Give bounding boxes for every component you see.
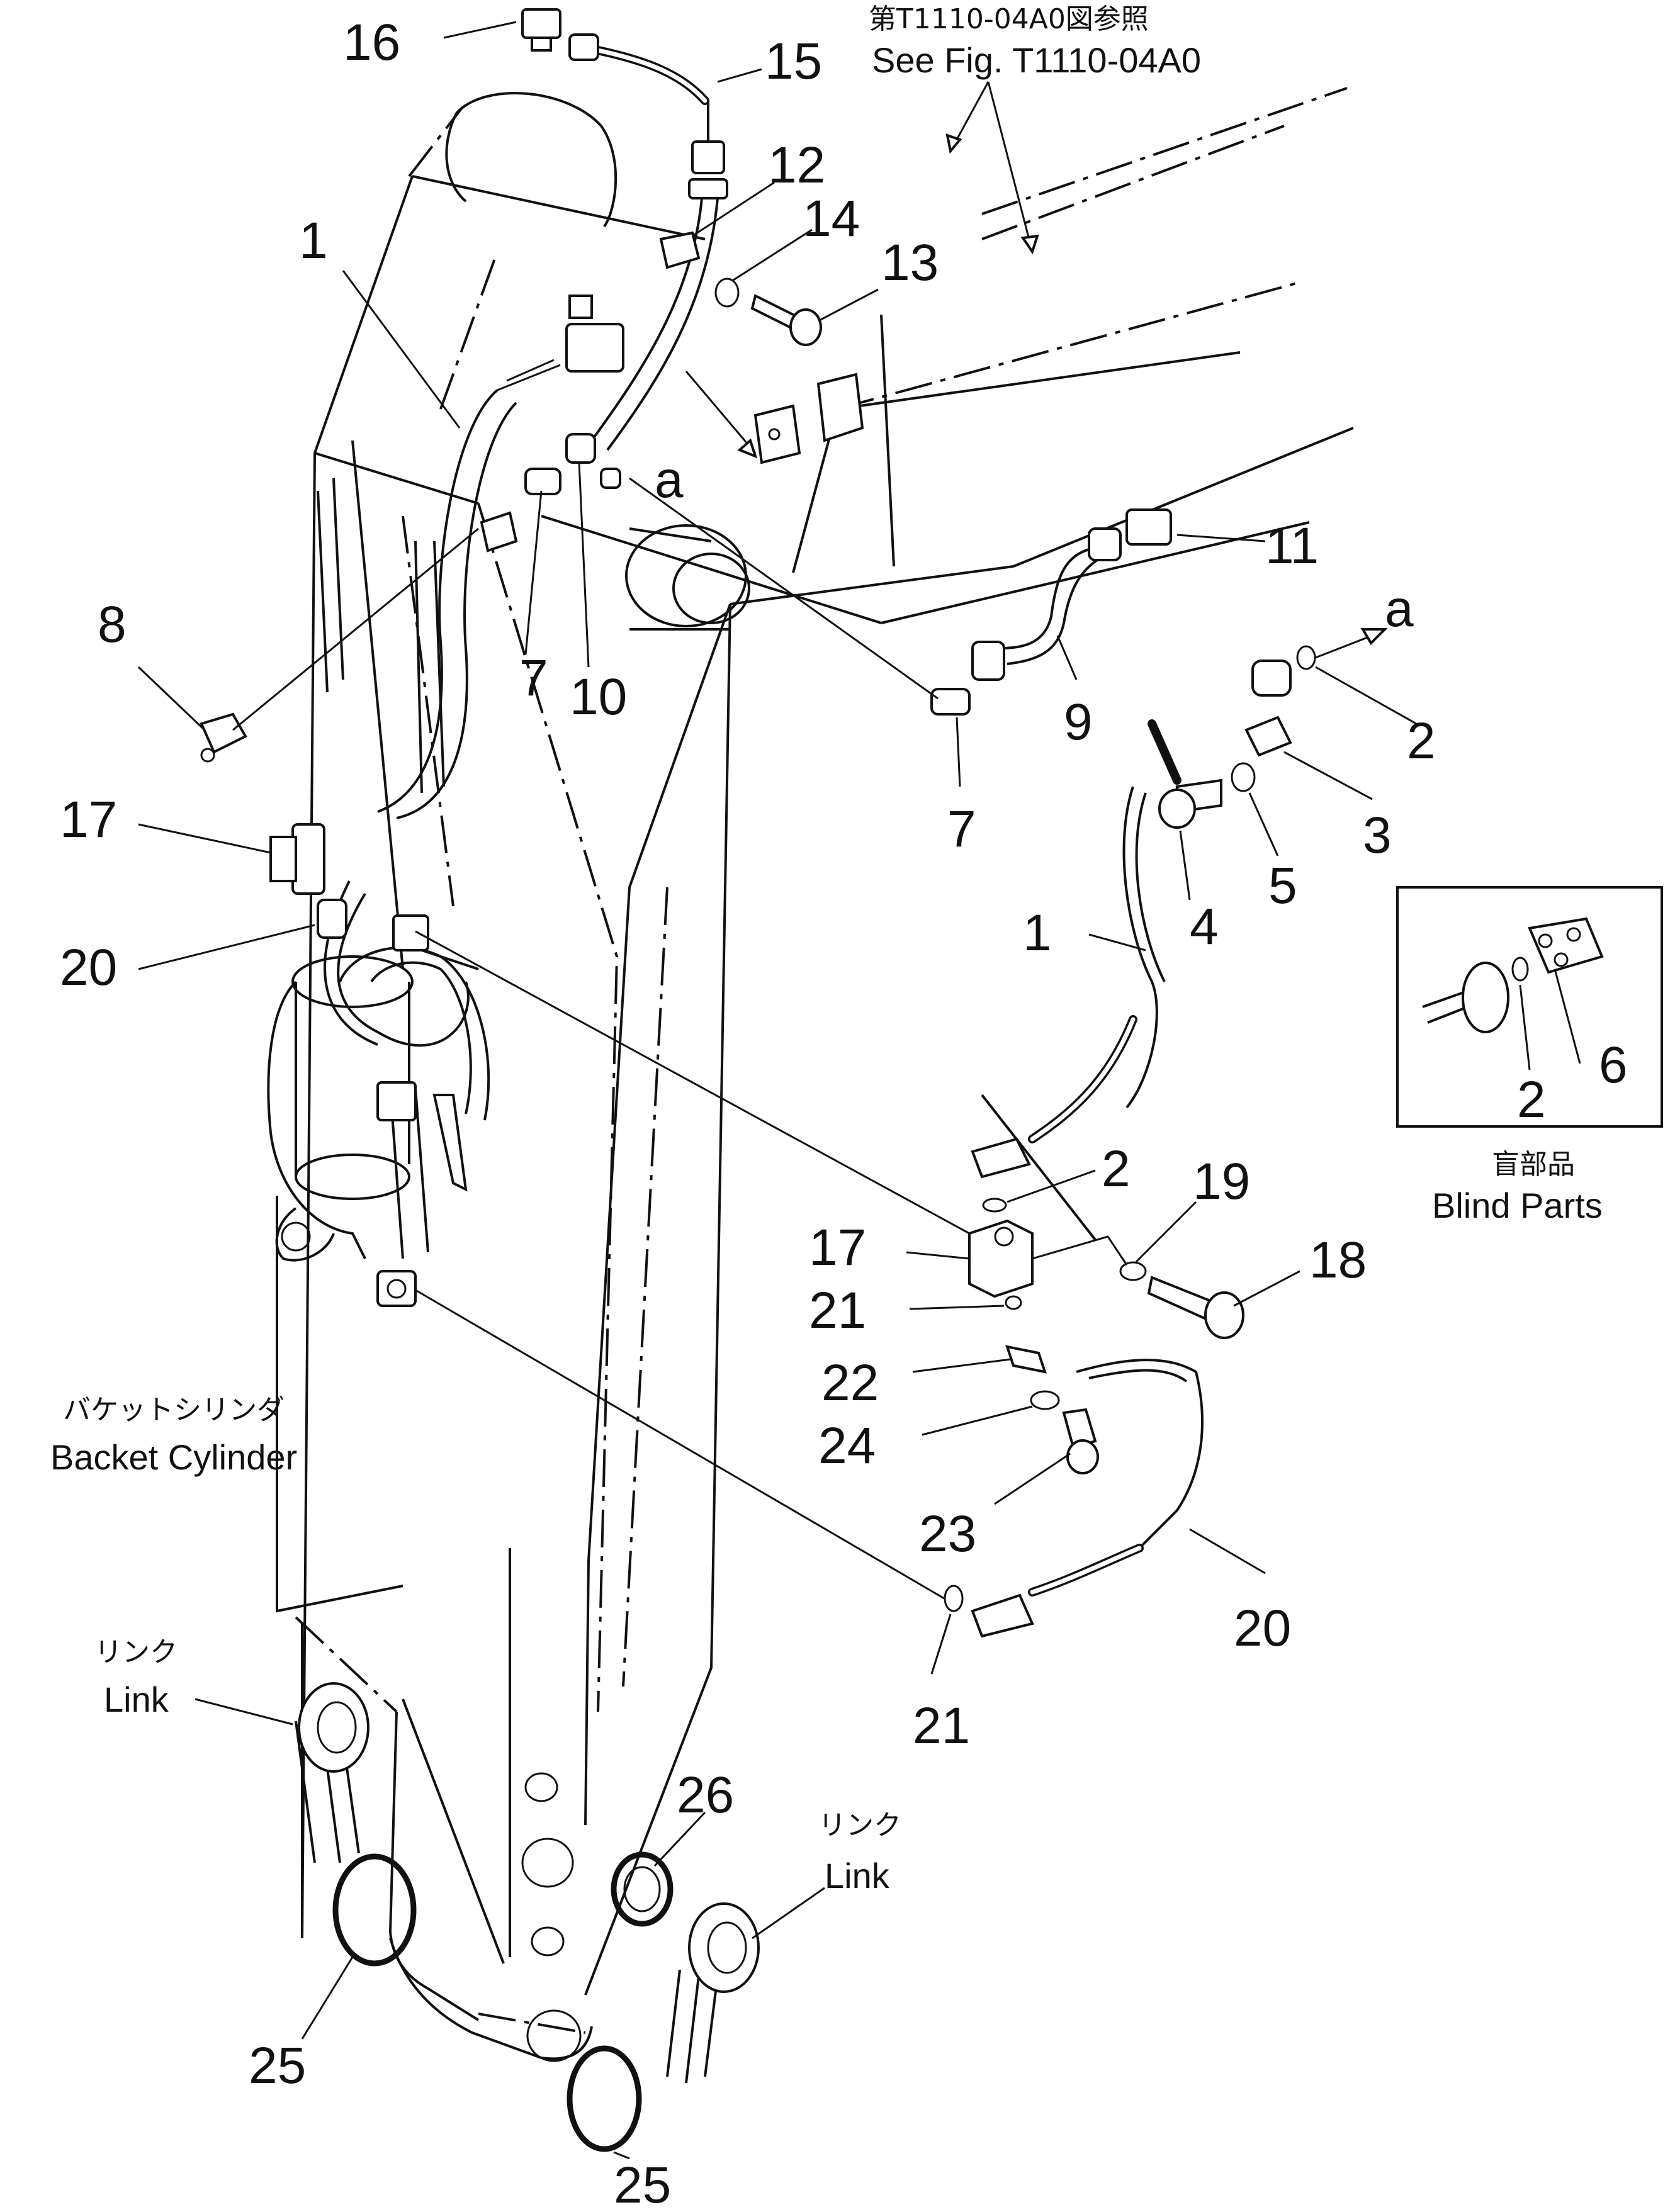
link-jp-upper: リンク bbox=[94, 1636, 178, 1668]
callout-11: 11 bbox=[1265, 517, 1319, 575]
callout-5: 5 bbox=[1268, 857, 1297, 914]
callout-9: 9 bbox=[1064, 693, 1093, 751]
callout-20-right: 20 bbox=[1234, 1600, 1291, 1657]
callout-15: 15 bbox=[765, 33, 822, 90]
callout-7-lower: 7 bbox=[947, 800, 976, 858]
callout-1-upper: 1 bbox=[299, 212, 328, 269]
view-mark-a-main: a bbox=[655, 451, 684, 508]
o-ring-25-lower bbox=[567, 2045, 642, 2152]
callout-3: 3 bbox=[1363, 807, 1392, 864]
callout-21-lower: 21 bbox=[913, 1697, 970, 1754]
ref-en: See Fig. T1110-04A0 bbox=[872, 40, 1201, 80]
o-ring-25-upper bbox=[332, 1853, 417, 1967]
bucket-cylinder-en: Backet Cylinder bbox=[50, 1437, 297, 1477]
blind-parts-jp: 盲部品 bbox=[1492, 1148, 1575, 1181]
callout-numbers: 16 15 12 14 13 1 11 8 7 10 9 2 3 7 5 4 1… bbox=[60, 14, 1628, 2212]
callout-22: 22 bbox=[821, 1354, 879, 1412]
view-mark-a-arrow: a bbox=[1385, 580, 1414, 637]
blind-parts-inset bbox=[1396, 886, 1663, 1128]
callout-19: 19 bbox=[1193, 1153, 1250, 1210]
callout-24: 24 bbox=[818, 1417, 876, 1474]
callout-2-inset: 2 bbox=[1517, 1071, 1546, 1128]
hoses bbox=[324, 46, 1204, 1638]
seal-26 bbox=[611, 1851, 674, 1927]
callout-12: 12 bbox=[768, 137, 825, 194]
bucket-cylinder-jp: バケットシリンダ bbox=[63, 1394, 285, 1426]
callout-2-top: 2 bbox=[1407, 712, 1436, 770]
callout-14: 14 bbox=[803, 190, 860, 247]
ref-jp: 第T1110-04A0図参照 bbox=[869, 3, 1149, 35]
leader-lines bbox=[137, 21, 1581, 2160]
link-en-lower: Link bbox=[825, 1856, 890, 1895]
callout-6: 6 bbox=[1599, 1036, 1628, 1094]
callout-2-mid: 2 bbox=[1102, 1140, 1131, 1198]
callout-21-upper: 21 bbox=[809, 1282, 866, 1339]
callout-23: 23 bbox=[919, 1505, 976, 1563]
callout-26: 26 bbox=[677, 1766, 734, 1824]
callout-7-upper: 7 bbox=[519, 649, 548, 707]
callout-25-lower: 25 bbox=[614, 2157, 671, 2212]
callout-17-left: 17 bbox=[60, 791, 117, 848]
callout-4: 4 bbox=[1190, 898, 1219, 955]
callout-13: 13 bbox=[881, 234, 939, 291]
callout-25-upper: 25 bbox=[249, 2037, 306, 2094]
bucket-cylinder bbox=[267, 946, 490, 1613]
header-reference: 第T1110-04A0図参照 See Fig. T1110-04A0 bbox=[869, 3, 1201, 80]
callout-17-right: 17 bbox=[809, 1219, 866, 1276]
callout-20-left: 20 bbox=[60, 939, 117, 996]
callout-16: 16 bbox=[343, 14, 400, 71]
callout-18: 18 bbox=[1309, 1232, 1367, 1289]
side-labels: バケットシリンダ Backet Cylinder リンク Link リンク Li… bbox=[50, 451, 1603, 1895]
callout-1-right: 1 bbox=[1023, 904, 1052, 962]
callout-10: 10 bbox=[570, 668, 627, 726]
link-en-upper: Link bbox=[104, 1680, 169, 1719]
fittings bbox=[200, 8, 1316, 2152]
link-jp-lower: リンク bbox=[818, 1809, 901, 1841]
callout-8: 8 bbox=[98, 596, 127, 653]
blind-parts-en: Blind Parts bbox=[1432, 1186, 1603, 1225]
